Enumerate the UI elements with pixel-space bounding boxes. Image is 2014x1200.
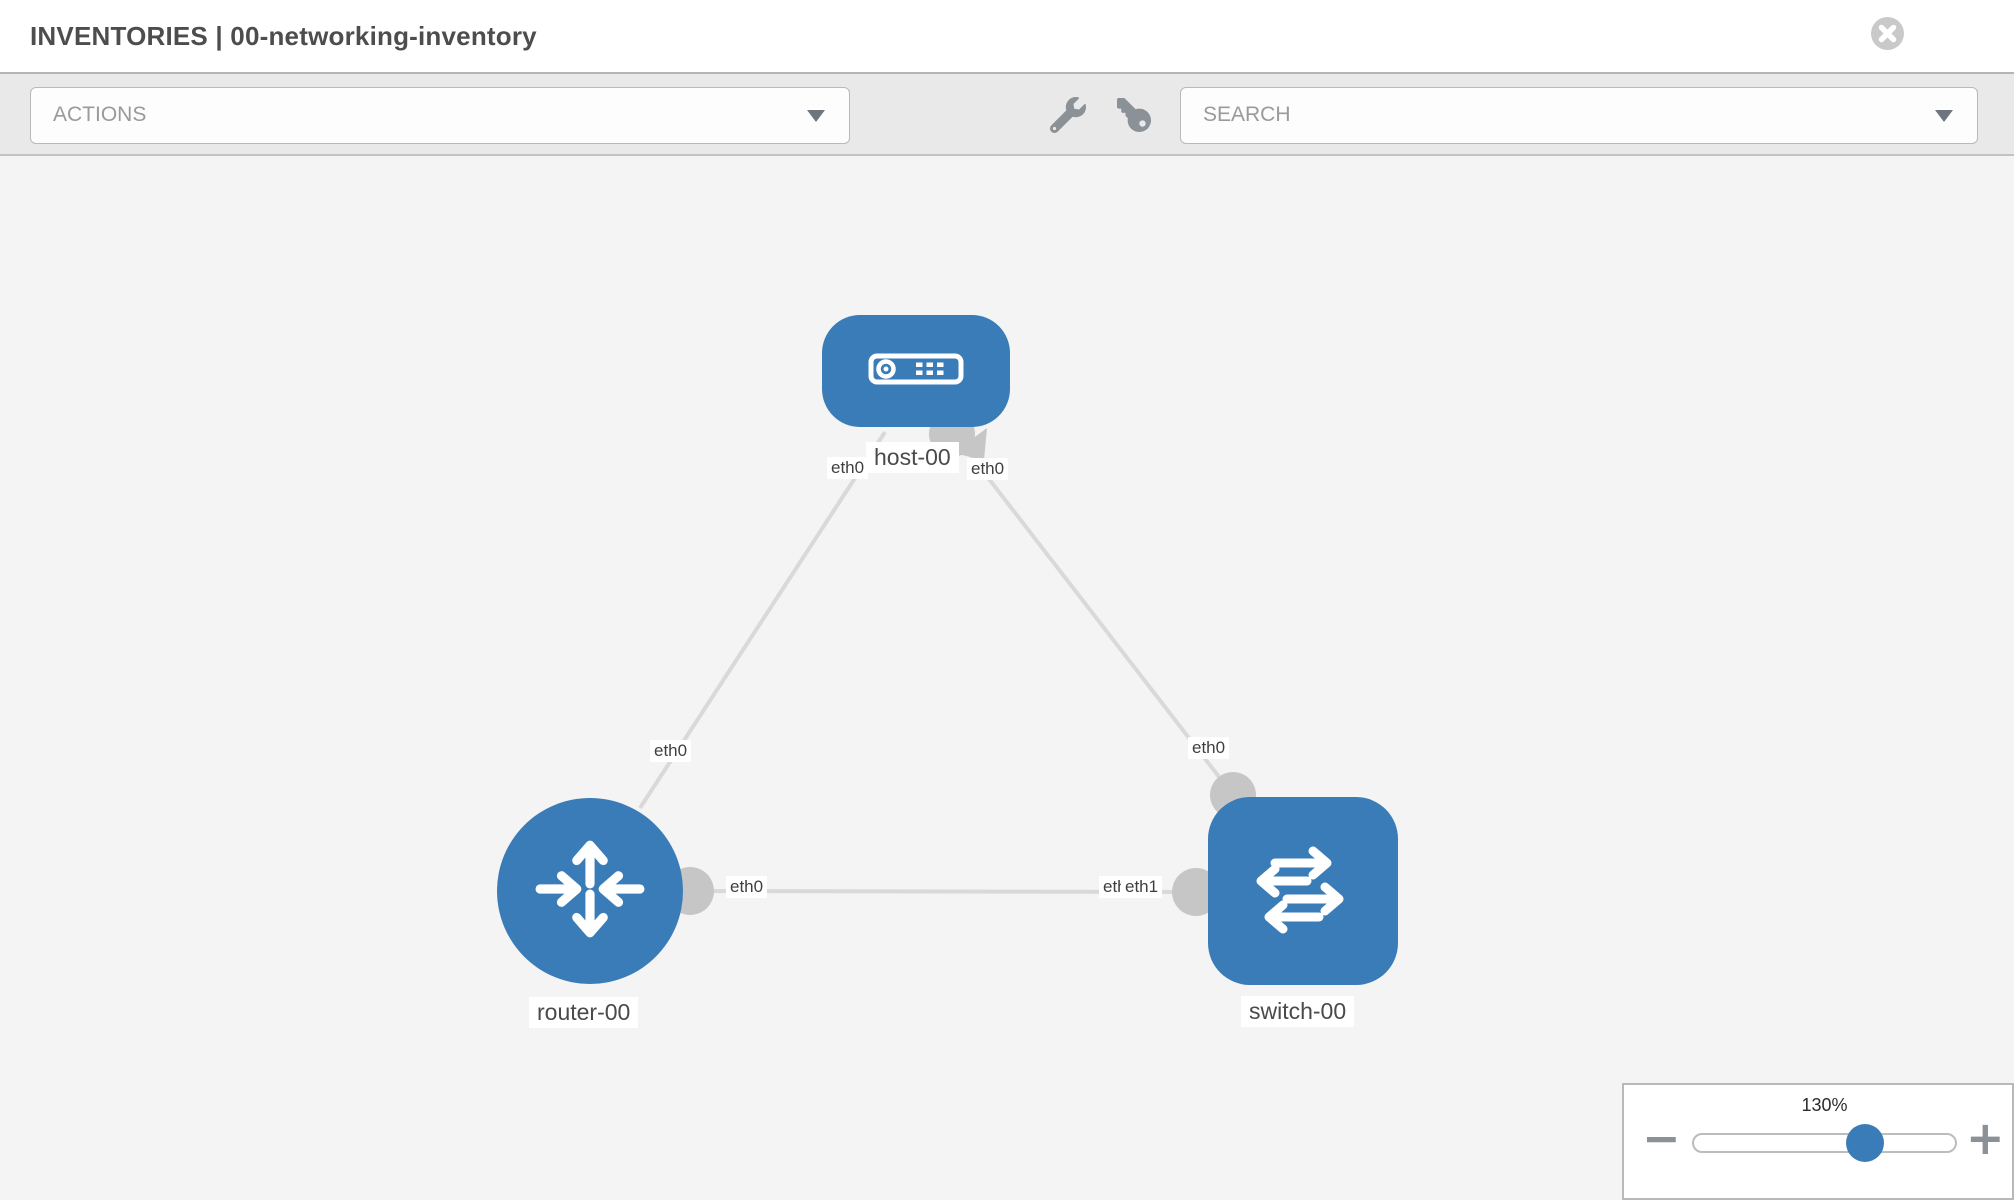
zoom-slider-track[interactable] bbox=[1692, 1133, 1957, 1153]
zoom-slider-knob[interactable] bbox=[1846, 1124, 1884, 1162]
key-icon bbox=[1117, 97, 1151, 135]
if-label-host-eth0-left: eth0 bbox=[827, 457, 869, 479]
chevron-down-icon bbox=[1935, 110, 1953, 122]
topology-canvas[interactable]: host-00 router-00 switch-00 eth0 eth0 et… bbox=[0, 156, 2014, 1200]
router-arrows-icon bbox=[534, 833, 646, 950]
node-label-router: router-00 bbox=[529, 997, 639, 1028]
topology-links-layer bbox=[638, 411, 1256, 916]
link-host-switch[interactable] bbox=[953, 433, 1235, 797]
node-router-00[interactable] bbox=[497, 798, 683, 984]
close-button[interactable] bbox=[1871, 17, 1904, 50]
page-title: INVENTORIES | 00-networking-inventory bbox=[30, 21, 537, 51]
header: INVENTORIES | 00-networking-inventory bbox=[0, 0, 2014, 72]
zoom-in-button[interactable]: + bbox=[1966, 1111, 2005, 1165]
wrench-icon bbox=[1049, 96, 1086, 136]
tools-button[interactable] bbox=[1048, 96, 1088, 136]
chevron-down-icon bbox=[807, 110, 825, 122]
if-label-router-eth0-top: eth0 bbox=[650, 740, 692, 762]
toolbar: ACTIONS SEARCH bbox=[0, 72, 2014, 156]
node-label-switch: switch-00 bbox=[1241, 996, 1355, 1027]
if-label-switch-eth0-top: eth0 bbox=[1188, 737, 1230, 759]
zoom-panel: 130% − + bbox=[1622, 1083, 2014, 1200]
node-host-00[interactable] bbox=[822, 315, 1010, 427]
times-circle-icon bbox=[1871, 17, 1904, 53]
if-label-switch-eth1: eth1 bbox=[1121, 876, 1163, 898]
server-icon bbox=[868, 353, 964, 390]
node-label-host: host-00 bbox=[866, 442, 959, 473]
search-dropdown[interactable]: SEARCH bbox=[1180, 87, 1978, 144]
search-dropdown-label: SEARCH bbox=[1203, 103, 1291, 126]
if-label-host-eth0-right: eth0 bbox=[967, 458, 1009, 480]
node-switch-00[interactable] bbox=[1208, 797, 1398, 985]
actions-dropdown-label: ACTIONS bbox=[53, 103, 147, 126]
zoom-level-value: 130% bbox=[1801, 1095, 1848, 1115]
switch-arrows-icon bbox=[1243, 829, 1363, 954]
if-label-router-eth0-right: eth0 bbox=[726, 876, 768, 898]
zoom-out-button[interactable]: − bbox=[1642, 1111, 1681, 1165]
actions-dropdown[interactable]: ACTIONS bbox=[30, 87, 850, 144]
key-button[interactable] bbox=[1114, 96, 1154, 136]
